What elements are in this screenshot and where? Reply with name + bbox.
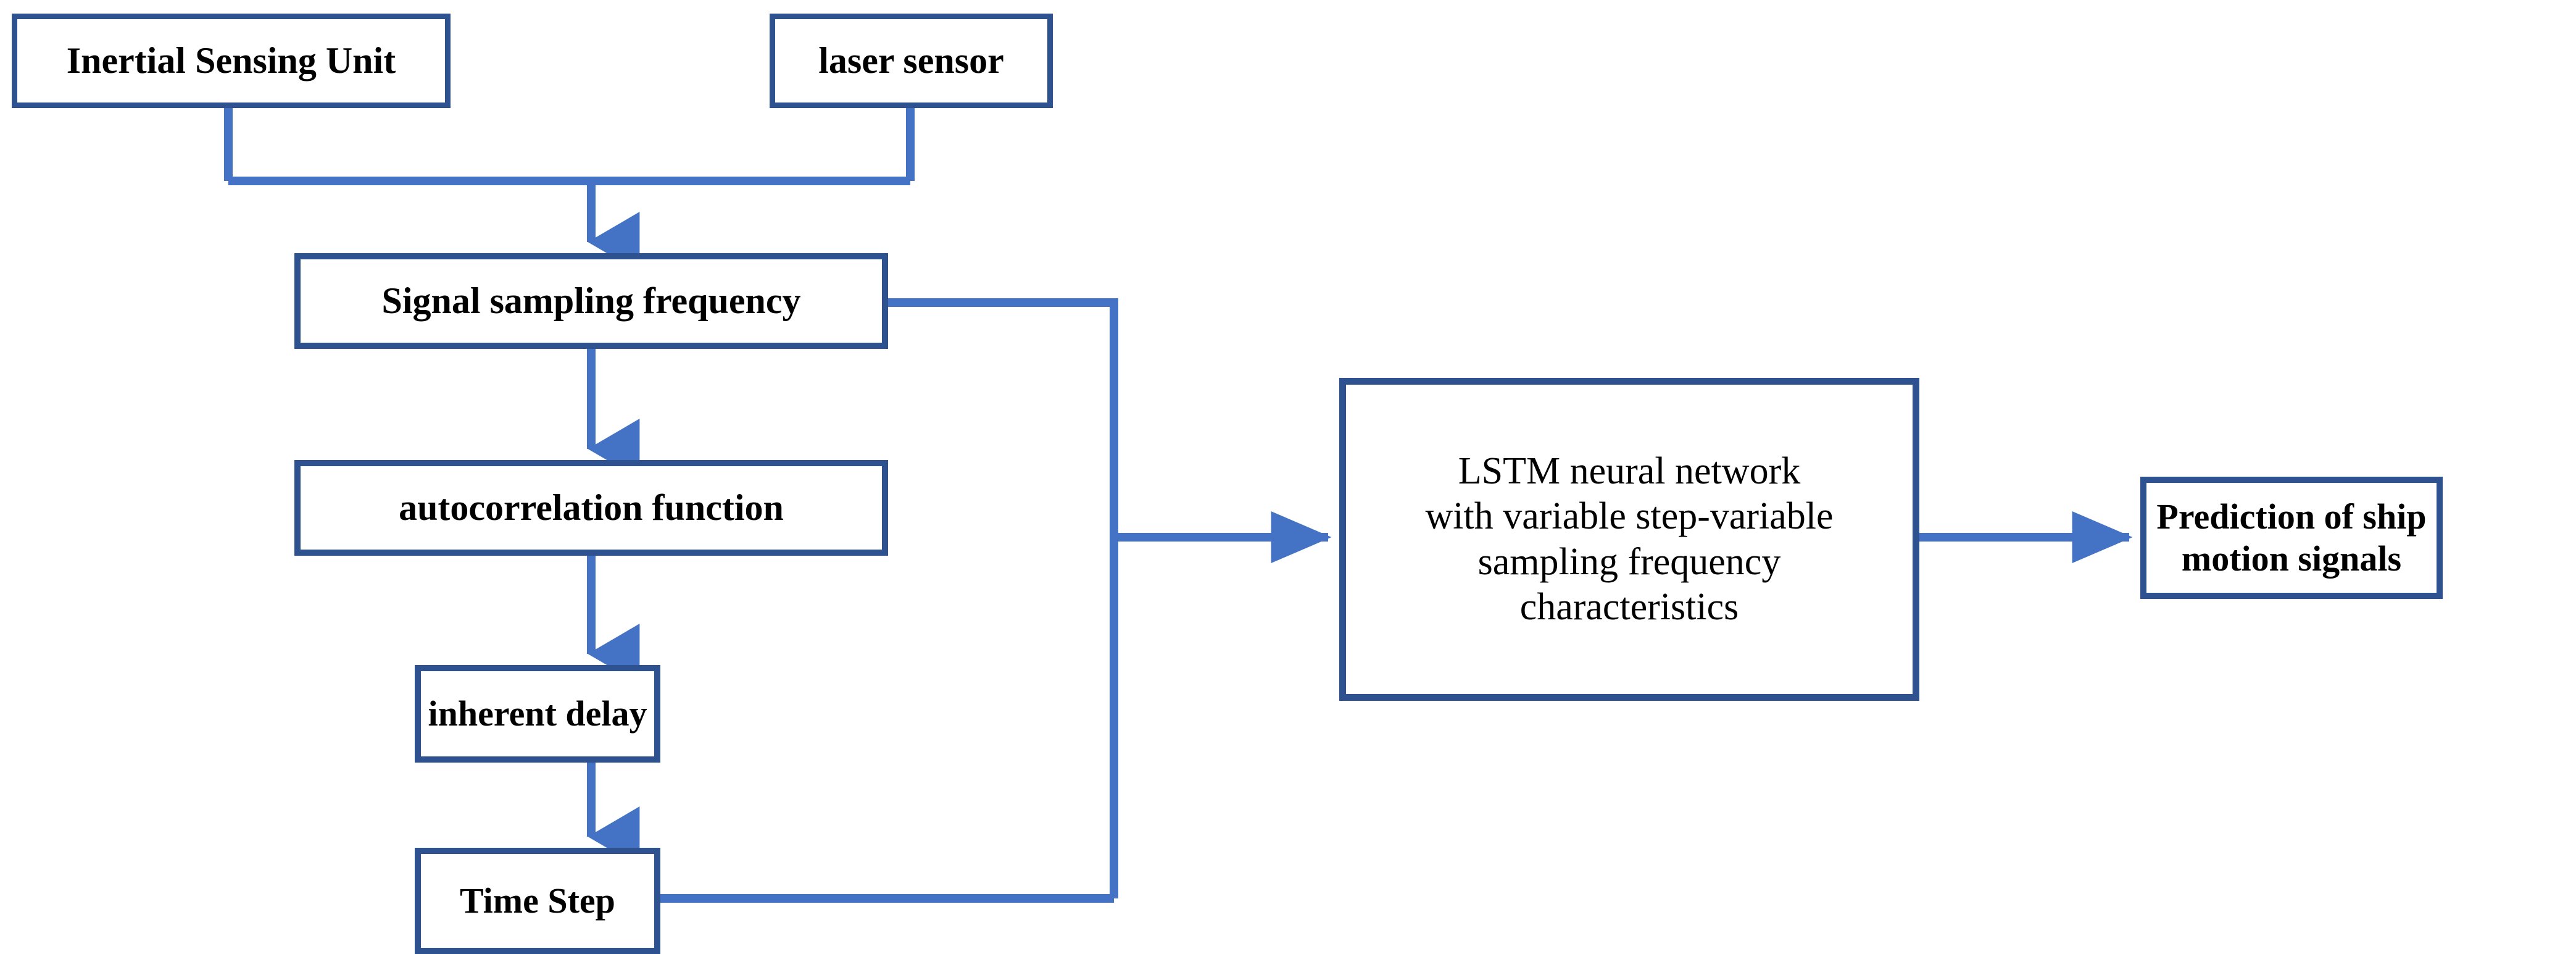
node-inertial-sensing-unit[interactable]: Inertial Sensing Unit: [12, 14, 451, 108]
node-label-autocorrelation-function: autocorrelation function: [399, 487, 784, 529]
node-laser-sensor[interactable]: laser sensor: [770, 14, 1053, 108]
node-label-lstm-neural-network: LSTM neural network with variable step-v…: [1425, 450, 1834, 628]
node-label-inherent-delay: inherent delay: [428, 693, 647, 734]
node-prediction-of-ship-motion-signals[interactable]: Prediction of ship motion signals: [2140, 477, 2443, 599]
node-inherent-delay[interactable]: inherent delay: [415, 665, 660, 763]
node-time-step[interactable]: Time Step: [415, 848, 660, 954]
node-label-prediction-of-ship-motion-signals: Prediction of ship motion signals: [2156, 496, 2427, 579]
node-label-signal-sampling-frequency: Signal sampling frequency: [381, 280, 801, 322]
node-lstm-neural-network[interactable]: LSTM neural network with variable step-v…: [1339, 378, 1919, 701]
node-label-inertial-sensing-unit: Inertial Sensing Unit: [66, 40, 396, 82]
node-signal-sampling-frequency[interactable]: Signal sampling frequency: [294, 253, 888, 349]
connector-signal-sampling-to-trunk: [888, 298, 1118, 898]
node-label-laser-sensor: laser sensor: [818, 40, 1004, 82]
node-label-time-step: Time Step: [460, 880, 615, 921]
node-autocorrelation-function[interactable]: autocorrelation function: [294, 460, 888, 556]
